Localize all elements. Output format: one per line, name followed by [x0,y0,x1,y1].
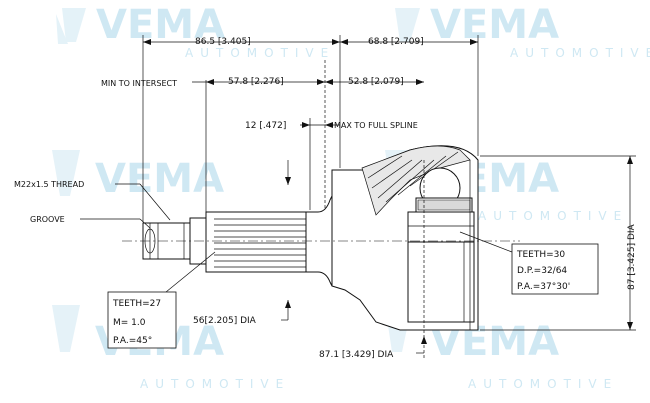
dim-spline-length: 12 [.472] [245,121,286,131]
watermark-logo-top-left [56,8,86,44]
outer-cup [407,241,475,323]
dim-cup-dia: 87.1 [3.429] DIA [319,350,394,360]
watermark-tagline-bottom-right: AUTOMOTIVE [468,377,618,391]
inner-spline-diametral-pitch: D.P.=32/64 [517,266,567,276]
section-cutaway [361,145,471,216]
watermark-tagline-bottom-left: AUTOMOTIVE [140,377,290,391]
inner-race [407,211,475,243]
label-max-to-full-spline: MAX TO FULL SPLINE [334,121,418,130]
watermark-tagline-mid-right: AUTOMOTIVE [478,209,628,223]
dim-outer-dia: 87 [3.425] DIA [627,223,637,290]
spline-teeth [214,218,306,268]
watermark-logo-mid-left [52,150,80,196]
inner-spline-teeth: TEETH=30 [516,250,565,260]
dim-shaft-dia: 56[2.205] DIA [193,316,257,326]
dim-intersect-left: 57.8 [2.276] [228,77,284,87]
outer-spline-pressure-angle: P.A.=45° [113,336,152,346]
dimension-lines [80,35,636,354]
watermark-brand-top-right: VEMA [430,2,559,48]
outer-spline-module: M= 1.0 [113,318,146,328]
watermark-layer: VEMA AUTOMOTIVE VEMA AUTOMOTIVE VEMA VEM… [52,2,650,391]
splined-shaft [205,211,307,273]
label-min-to-intersect: MIN TO INTERSECT [101,79,177,88]
watermark-logo-bottom-left [52,305,80,352]
outer-spline-teeth: TEETH=27 [112,299,161,309]
inner-spline-pressure-angle: P.A.=37°30' [517,282,570,292]
outer-spline-spec-box: TEETH=27 M= 1.0 P.A.=45° [107,291,177,349]
watermark-brand-mid-left: VEMA [95,156,224,202]
label-groove: GROOVE [30,215,65,224]
dim-overall-left: 86.5 [3.405] [195,37,251,47]
cv-joint-part [142,145,479,331]
watermark-logo-top-right [395,8,420,42]
dim-overall-right: 68.8 [2.709] [368,37,424,47]
watermark-tagline-top-left: AUTOMOTIVE [185,46,335,60]
label-thread: M22x1.5 THREAD [14,180,84,189]
watermark-tagline-top-right: AUTOMOTIVE [510,46,650,60]
inner-spline-spec-box: TEETH=30 D.P.=32/64 P.A.=37°30' [511,243,599,295]
watermark-brand-top-left: VEMA [96,2,225,48]
dim-intersect-right: 52.8 [2.079] [348,77,404,87]
